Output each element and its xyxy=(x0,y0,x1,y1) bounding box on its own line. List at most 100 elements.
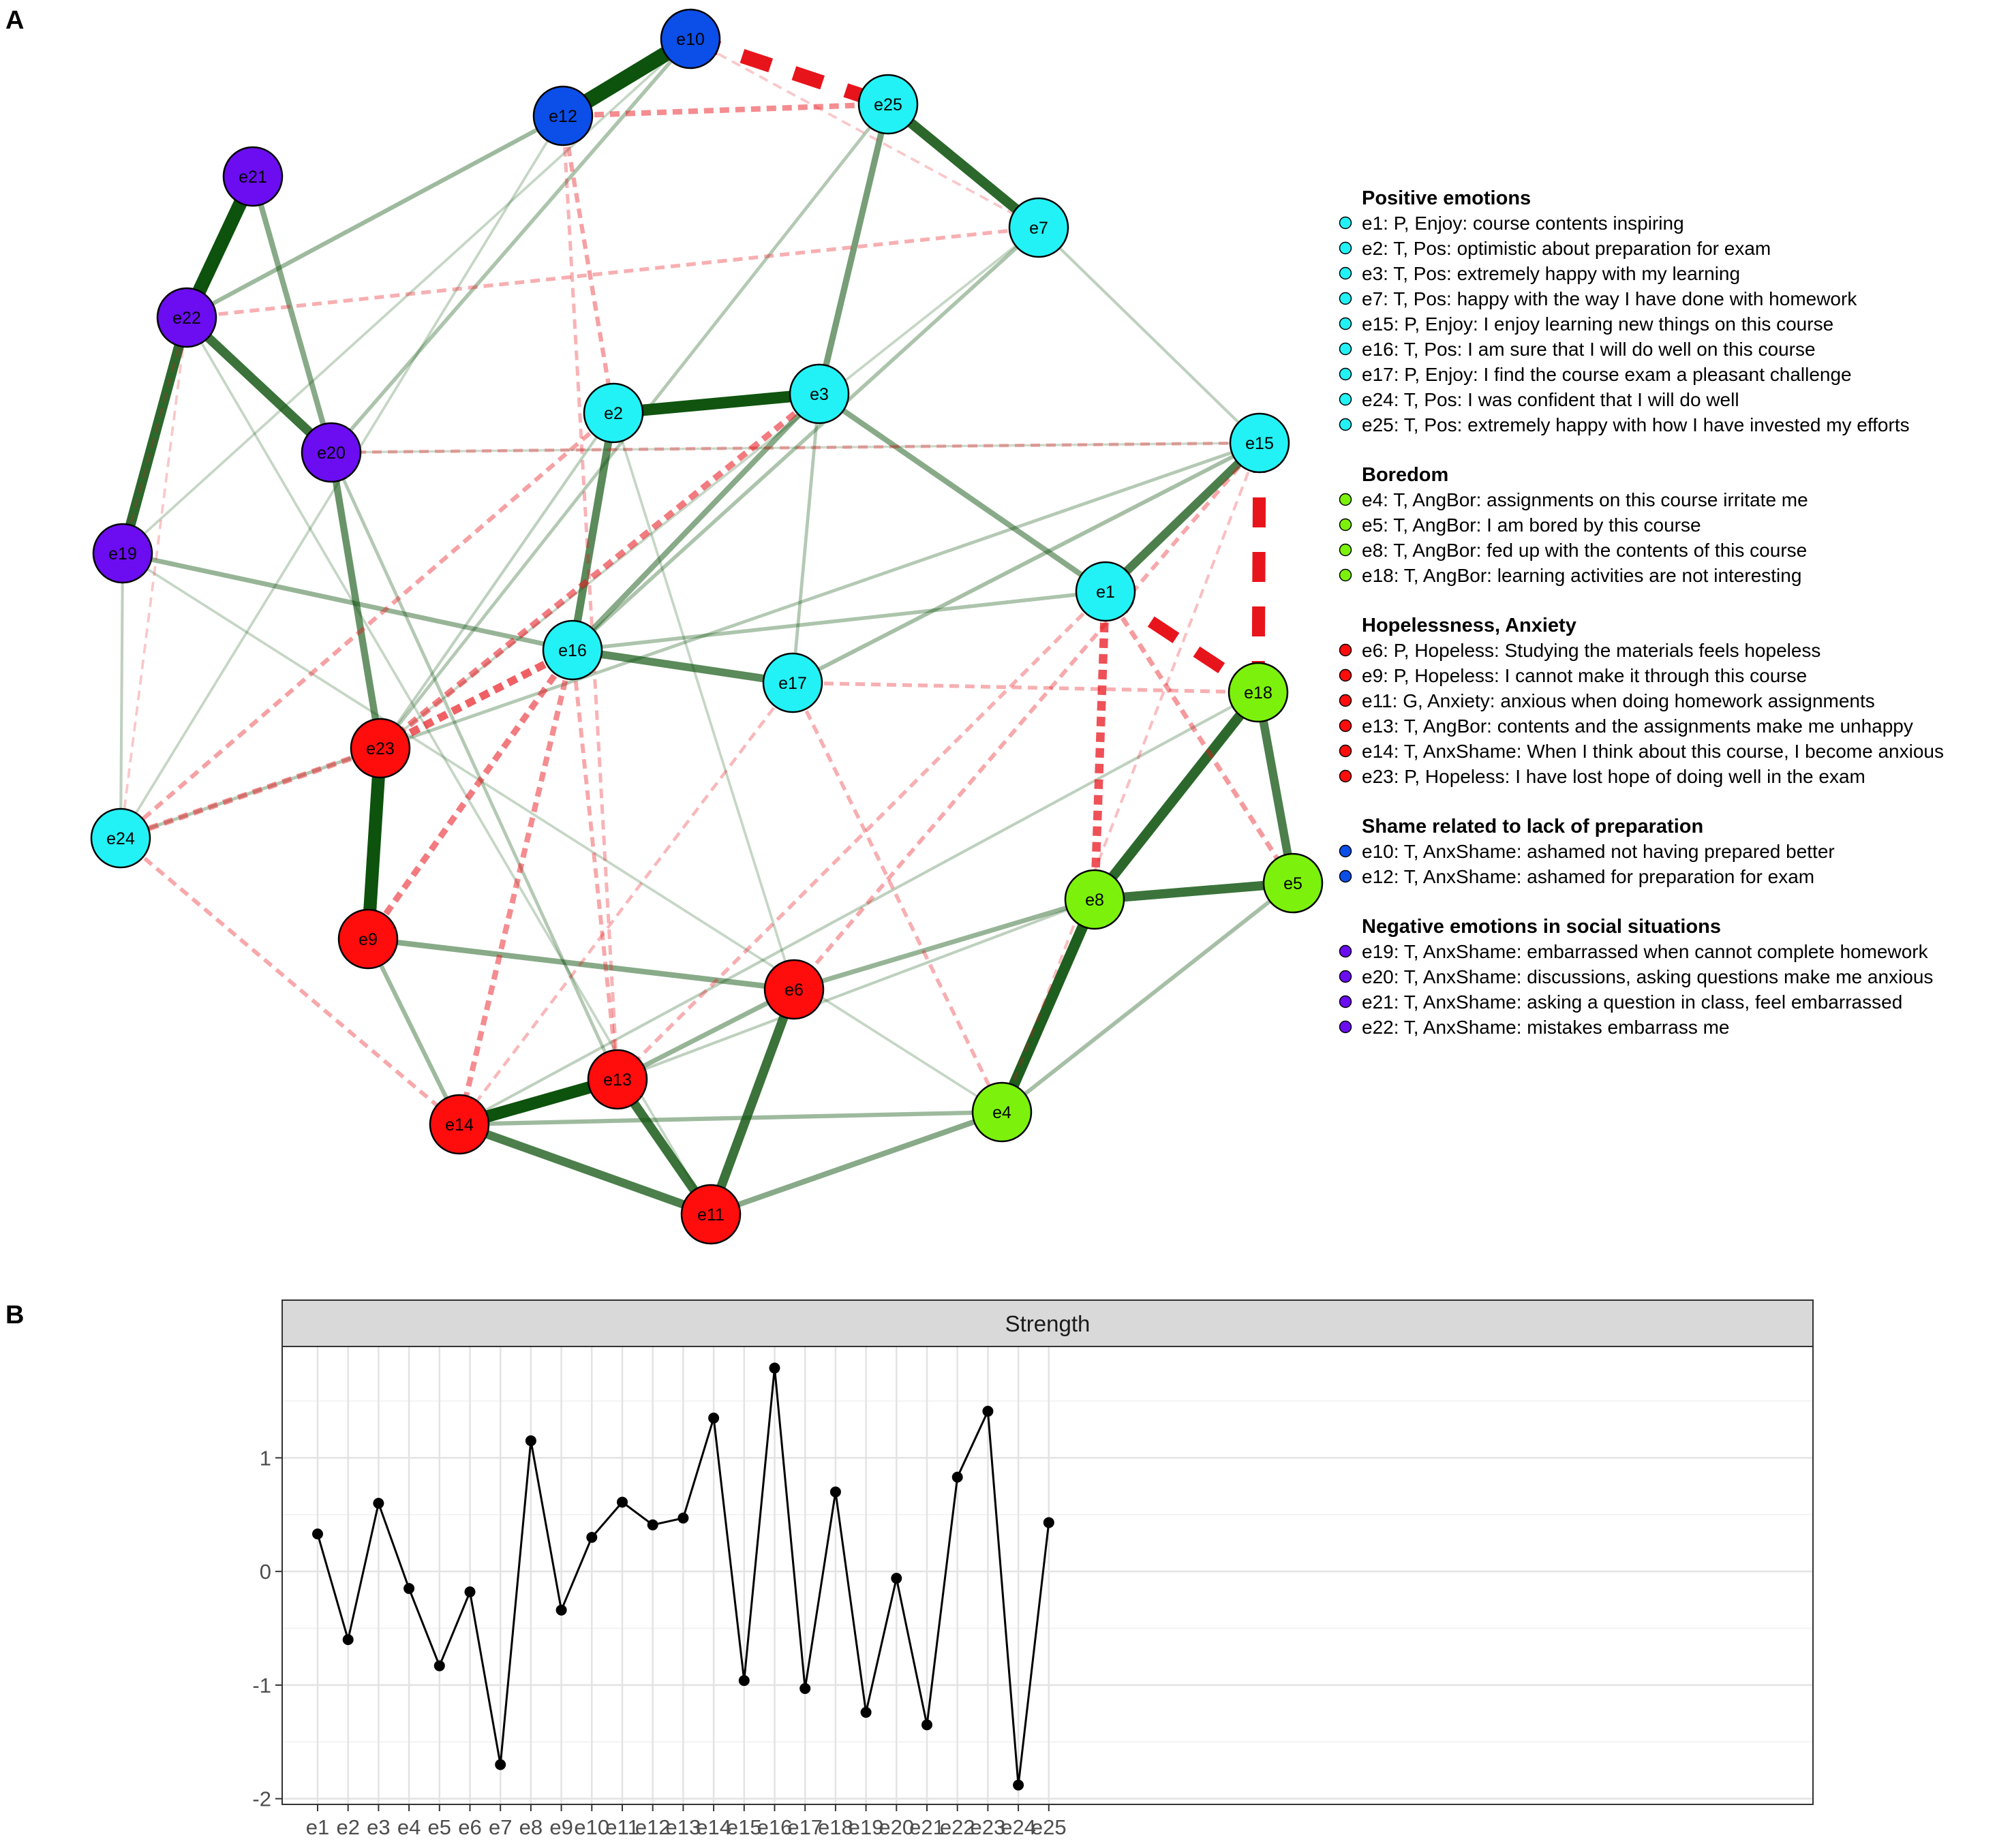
x-tick-label: e5 xyxy=(428,1815,451,1839)
plot-background xyxy=(282,1346,1813,1804)
legend-swatch-icon xyxy=(1339,970,1352,983)
x-tick-label: e15 xyxy=(727,1815,762,1839)
point-e17 xyxy=(799,1682,811,1694)
point-e1 xyxy=(312,1528,323,1540)
legend-swatch-icon xyxy=(1339,342,1352,356)
x-tick-label: e17 xyxy=(787,1815,823,1839)
legend-swatch-icon xyxy=(1339,568,1352,582)
legend-item: e19: T, AnxShame: embarrassed when canno… xyxy=(1362,941,1929,962)
legend-item: e15: P, Enjoy: I enjoy learning new thin… xyxy=(1362,313,1833,335)
edge-e10-e7 xyxy=(690,37,1039,229)
edge-e8-e5 xyxy=(1094,878,1294,904)
point-e16 xyxy=(769,1362,780,1374)
node-label-e20: e20 xyxy=(317,444,346,463)
edge-e20-e15 xyxy=(331,442,1260,454)
point-e23 xyxy=(982,1406,994,1417)
edge-e23-e9 xyxy=(361,748,387,940)
edge-e2-e24 xyxy=(119,411,615,840)
x-tick-label: e16 xyxy=(757,1815,793,1839)
point-e3 xyxy=(373,1498,384,1509)
edge-e1-e8 xyxy=(1090,591,1110,900)
node-e23[interactable]: e23 xyxy=(350,718,411,779)
node-e11[interactable]: e11 xyxy=(680,1184,742,1245)
legend-swatch-icon xyxy=(1339,869,1352,883)
legend-item: e10: T, AnxShame: ashamed not having pre… xyxy=(1362,841,1835,862)
node-e2[interactable]: e2 xyxy=(583,382,644,444)
panel-a-network: A e1 e2 e3 e4 e5 e6 e7 e8 e9 e10 e11 e12 e13 e14 e15 e1… xyxy=(5,6,1944,1245)
legend-swatch-icon xyxy=(1339,292,1352,305)
legend-item: e4: T, AngBor: assignments on this cours… xyxy=(1362,489,1808,510)
edge-e12-e2 xyxy=(560,115,616,414)
legend-swatch-icon xyxy=(1339,392,1352,406)
legend-swatch-icon xyxy=(1339,995,1352,1008)
legend-item: e20: T, AnxShame: discussions, asking qu… xyxy=(1362,966,1933,987)
edge-e5-e4 xyxy=(1001,881,1294,1114)
node-label-e11: e11 xyxy=(697,1205,725,1225)
node-e5[interactable]: e5 xyxy=(1262,852,1324,914)
edge-e2-e23 xyxy=(379,412,615,750)
node-label-e25: e25 xyxy=(874,95,902,114)
legend-item: e22: T, AnxShame: mistakes embarrass me xyxy=(1362,1017,1730,1038)
node-e13[interactable]: e13 xyxy=(587,1049,648,1110)
edge-e25-e3 xyxy=(816,103,891,395)
node-e25[interactable]: e25 xyxy=(857,74,919,135)
node-label-e14: e14 xyxy=(445,1115,474,1135)
node-e12[interactable]: e12 xyxy=(532,85,594,147)
y-tick-label: -2 xyxy=(252,1787,271,1811)
node-e24[interactable]: e24 xyxy=(90,807,151,869)
edge-e1-e15 xyxy=(1102,440,1263,595)
edge-e18-e8 xyxy=(1091,689,1262,903)
node-label-e12: e12 xyxy=(549,107,577,126)
edge-e6-e13 xyxy=(616,987,795,1082)
node-label-e23: e23 xyxy=(366,739,395,758)
node-e10[interactable]: e10 xyxy=(660,8,721,70)
edge-e12-e13 xyxy=(561,115,620,1080)
node-e9[interactable]: e9 xyxy=(337,908,399,970)
edge-e22-e24 xyxy=(119,317,188,839)
edge-e14-e11 xyxy=(457,1120,713,1218)
node-label-e3: e3 xyxy=(810,385,829,404)
legend-swatch-icon xyxy=(1339,216,1352,230)
edge-e2-e6 xyxy=(612,412,795,990)
x-tick-label: e23 xyxy=(971,1815,1006,1839)
legend-item: e11: G, Anxiety: anxious when doing home… xyxy=(1362,690,1875,711)
node-e22[interactable]: e22 xyxy=(156,287,217,348)
node-e4[interactable]: e4 xyxy=(971,1081,1033,1143)
node-e17[interactable]: e17 xyxy=(762,652,823,713)
edge-e16-e17 xyxy=(572,646,793,687)
legend-group-title: Shame related to lack of preparation xyxy=(1362,816,1703,837)
edge-e11-e4 xyxy=(710,1109,1003,1217)
node-e14[interactable]: e14 xyxy=(429,1094,490,1155)
node-label-e10: e10 xyxy=(676,30,705,49)
node-e3[interactable]: e3 xyxy=(789,363,850,425)
facet-strip xyxy=(281,1299,1814,1347)
edge-e15-e6 xyxy=(792,442,1262,991)
node-label-e19: e19 xyxy=(108,544,137,564)
node-label-e8: e8 xyxy=(1085,891,1104,910)
node-e7[interactable]: e7 xyxy=(1008,197,1069,258)
panel-a-label: A xyxy=(5,6,24,35)
legend-item: e23: P, Hopeless: I have lost hope of do… xyxy=(1362,766,1865,787)
facet-strip-label: Strength xyxy=(1005,1311,1091,1336)
node-e15[interactable]: e15 xyxy=(1229,412,1290,474)
node-label-e5: e5 xyxy=(1283,874,1302,893)
node-e20[interactable]: e20 xyxy=(301,422,362,483)
edge-e17-e14 xyxy=(458,681,794,1126)
x-tick-label: e18 xyxy=(818,1815,853,1839)
node-e8[interactable]: e8 xyxy=(1064,869,1125,930)
legend-item: e21: T, AnxShame: asking a question in c… xyxy=(1362,991,1902,1013)
node-e21[interactable]: e21 xyxy=(222,146,284,207)
network-edges xyxy=(117,31,1298,1218)
node-e6[interactable]: e6 xyxy=(763,959,825,1020)
legend-item: e5: T, AngBor: I am bored by this course xyxy=(1362,514,1701,536)
legend-swatch-icon xyxy=(1339,518,1352,532)
edge-e1-e5 xyxy=(1103,590,1295,884)
node-e19[interactable]: e19 xyxy=(92,523,153,584)
node-e1[interactable]: e1 xyxy=(1075,561,1136,622)
legend-swatch-icon xyxy=(1339,543,1352,557)
point-e10 xyxy=(586,1532,598,1543)
legend-group-title: Negative emotions in social situations xyxy=(1362,916,1721,938)
node-e18[interactable]: e18 xyxy=(1228,662,1289,723)
node-e16[interactable]: e16 xyxy=(542,619,603,681)
